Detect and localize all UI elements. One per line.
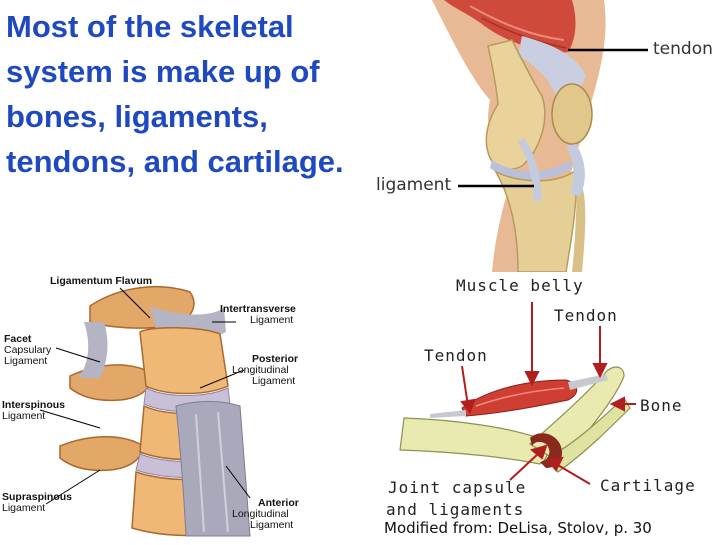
elbow-figure: Muscle belly Tendon Tendon Bone Cartilag… (380, 268, 720, 540)
intertransverse-line2: Ligament (220, 315, 296, 326)
facet-line3: Ligament (4, 356, 51, 367)
posterior-label: Posterior Longitudinal Ligament (232, 354, 298, 387)
knee-figure: tendon ligament (372, 0, 720, 272)
humerus (400, 418, 547, 464)
muscle-belly-label: Muscle belly (456, 276, 584, 295)
intertransverse-label: Intertransverse Ligament (220, 304, 296, 326)
slide-title: Most of the skeletal system is make up o… (6, 4, 386, 184)
supraspinous-line2: Ligament (2, 503, 72, 514)
muscle-belly (462, 380, 577, 416)
interspinous-line2: Ligament (2, 411, 65, 422)
spinous-process-mid (70, 365, 151, 400)
ligamentum-flavum-label: Ligamentum Flavum (50, 276, 152, 287)
joint-capsule-label-line1: Joint capsule (388, 478, 526, 497)
vertebral-body-top (140, 328, 228, 394)
posterior-line3: Ligament (232, 376, 298, 387)
tendon-right-label: Tendon (554, 306, 618, 325)
interspinous-label: Interspinous Ligament (2, 400, 65, 422)
figure-credit: Modified from: DeLisa, Stolov, p. 30 (384, 519, 652, 537)
patella (552, 84, 592, 144)
tendon-left-band (430, 410, 466, 418)
cartilage-label: Cartilage (600, 476, 696, 495)
anterior-label: Anterior Longitudinal Ligament (232, 498, 299, 531)
ligament-label: ligament (376, 175, 451, 195)
tendon-left-label: Tendon (424, 346, 488, 365)
joint-capsule-label-line2: and ligaments (386, 500, 524, 519)
bone-label: Bone (640, 396, 683, 415)
ligamentum-flavum-text: Ligamentum Flavum (50, 275, 152, 287)
spinous-process-low (60, 437, 141, 471)
facet-label: Facet Capsulary Ligament (4, 334, 51, 367)
anterior-line3: Ligament (232, 520, 299, 531)
supraspinous-label: Supraspinous Ligament (2, 492, 72, 514)
tendon-label: tendon (653, 39, 713, 59)
spine-figure: Ligamentum Flavum Intertransverse Ligame… (0, 266, 320, 538)
interspinous-band (78, 322, 107, 378)
